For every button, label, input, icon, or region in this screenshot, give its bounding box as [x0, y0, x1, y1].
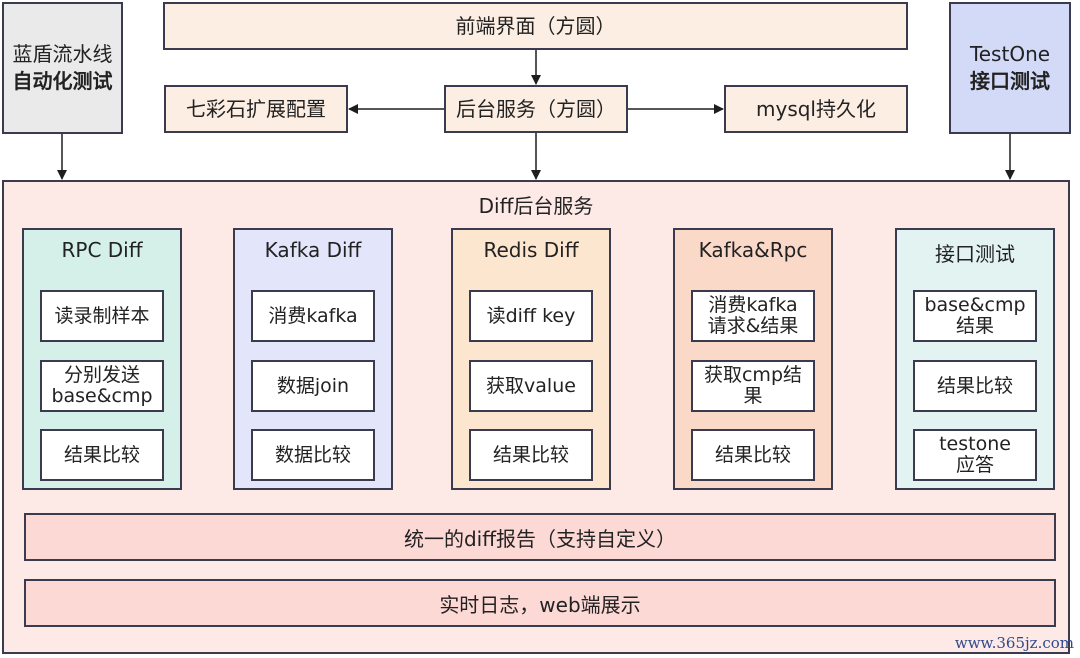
step-box: 结果比较 [913, 360, 1037, 412]
config-box: 七彩石扩展配置 [164, 85, 348, 133]
column-interface-test: 接口测试 base&cmp 结果 结果比较 testone 应答 [895, 228, 1055, 490]
column-redis-diff: Redis Diff 读diff key 获取value 结果比较 [451, 228, 611, 490]
watermark: www.365jz.com [954, 634, 1074, 652]
step-box: 数据join [251, 360, 375, 412]
pipeline-source-line1: 蓝盾流水线 [12, 42, 113, 66]
mysql-label: mysql持久化 [756, 96, 876, 121]
column-title: RPC Diff [61, 238, 143, 262]
step-box: 获取value [469, 360, 593, 412]
testone-source-box: TestOne 接口测试 [949, 2, 1071, 134]
column-title: 接口测试 [935, 242, 1015, 266]
diff-report-bar: 统一的diff报告（支持自定义） [24, 513, 1056, 561]
backend-service-box: 后台服务（方圆） [444, 85, 628, 133]
step-box: 结果比较 [40, 429, 164, 481]
step-box: 分别发送 base&cmp [40, 360, 164, 412]
step-box: 结果比较 [691, 429, 815, 481]
realtime-log-label: 实时日志，web端展示 [439, 592, 641, 617]
step-box: 消费kafka 请求&结果 [691, 290, 815, 342]
frontend-box: 前端界面（方圆） [163, 2, 908, 50]
step-box: 读录制样本 [40, 290, 164, 342]
column-title: Kafka&Rpc [698, 238, 808, 262]
diff-service-title: Diff后台服务 [478, 194, 594, 218]
step-box: 结果比较 [469, 429, 593, 481]
step-box: 消费kafka [251, 290, 375, 342]
testone-source-line2: 接口测试 [970, 69, 1050, 93]
column-rpc-diff: RPC Diff 读录制样本 分别发送 base&cmp 结果比较 [22, 228, 182, 490]
step-box: 获取cmp结 果 [691, 360, 815, 412]
step-box: 数据比较 [251, 429, 375, 481]
testone-source-line1: TestOne [969, 42, 1051, 66]
config-label: 七彩石扩展配置 [186, 96, 326, 121]
step-box: testone 应答 [913, 429, 1037, 481]
diff-report-label: 统一的diff报告（支持自定义） [403, 526, 677, 551]
column-kafka-diff: Kafka Diff 消费kafka 数据join 数据比较 [233, 228, 393, 490]
column-title: Redis Diff [483, 238, 579, 262]
step-box: base&cmp 结果 [913, 290, 1037, 342]
mysql-box: mysql持久化 [724, 85, 908, 133]
column-kafka-rpc: Kafka&Rpc 消费kafka 请求&结果 获取cmp结 果 结果比较 [673, 228, 833, 490]
pipeline-source-line2: 自动化测试 [12, 69, 113, 93]
step-box: 读diff key [469, 290, 593, 342]
backend-service-label: 后台服务（方圆） [456, 96, 616, 121]
diff-service-container: Diff后台服务 RPC Diff 读录制样本 分别发送 base&cmp 结果… [2, 180, 1070, 654]
column-title: Kafka Diff [264, 238, 362, 262]
pipeline-source-box: 蓝盾流水线 自动化测试 [2, 2, 123, 134]
frontend-label: 前端界面（方圆） [455, 13, 616, 38]
realtime-log-bar: 实时日志，web端展示 [24, 579, 1056, 627]
